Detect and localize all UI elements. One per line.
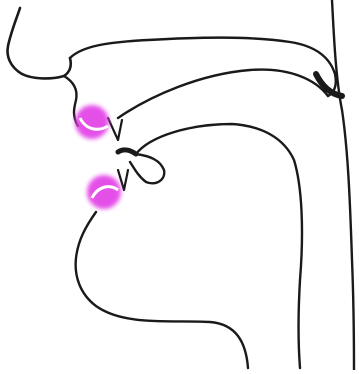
pharynx-back-wall [332, 0, 354, 370]
upper-teeth-outline [108, 118, 122, 140]
nasal-cavity-outline [70, 38, 336, 96]
lower-lip-highlight [87, 175, 121, 209]
tongue-tip-shading [118, 150, 136, 154]
hard-palate-outline [118, 70, 328, 118]
nose-outline [8, 8, 71, 78]
chin-outline [76, 212, 248, 368]
tongue-outline [130, 124, 302, 368]
upper-lip-highlight [75, 105, 109, 139]
